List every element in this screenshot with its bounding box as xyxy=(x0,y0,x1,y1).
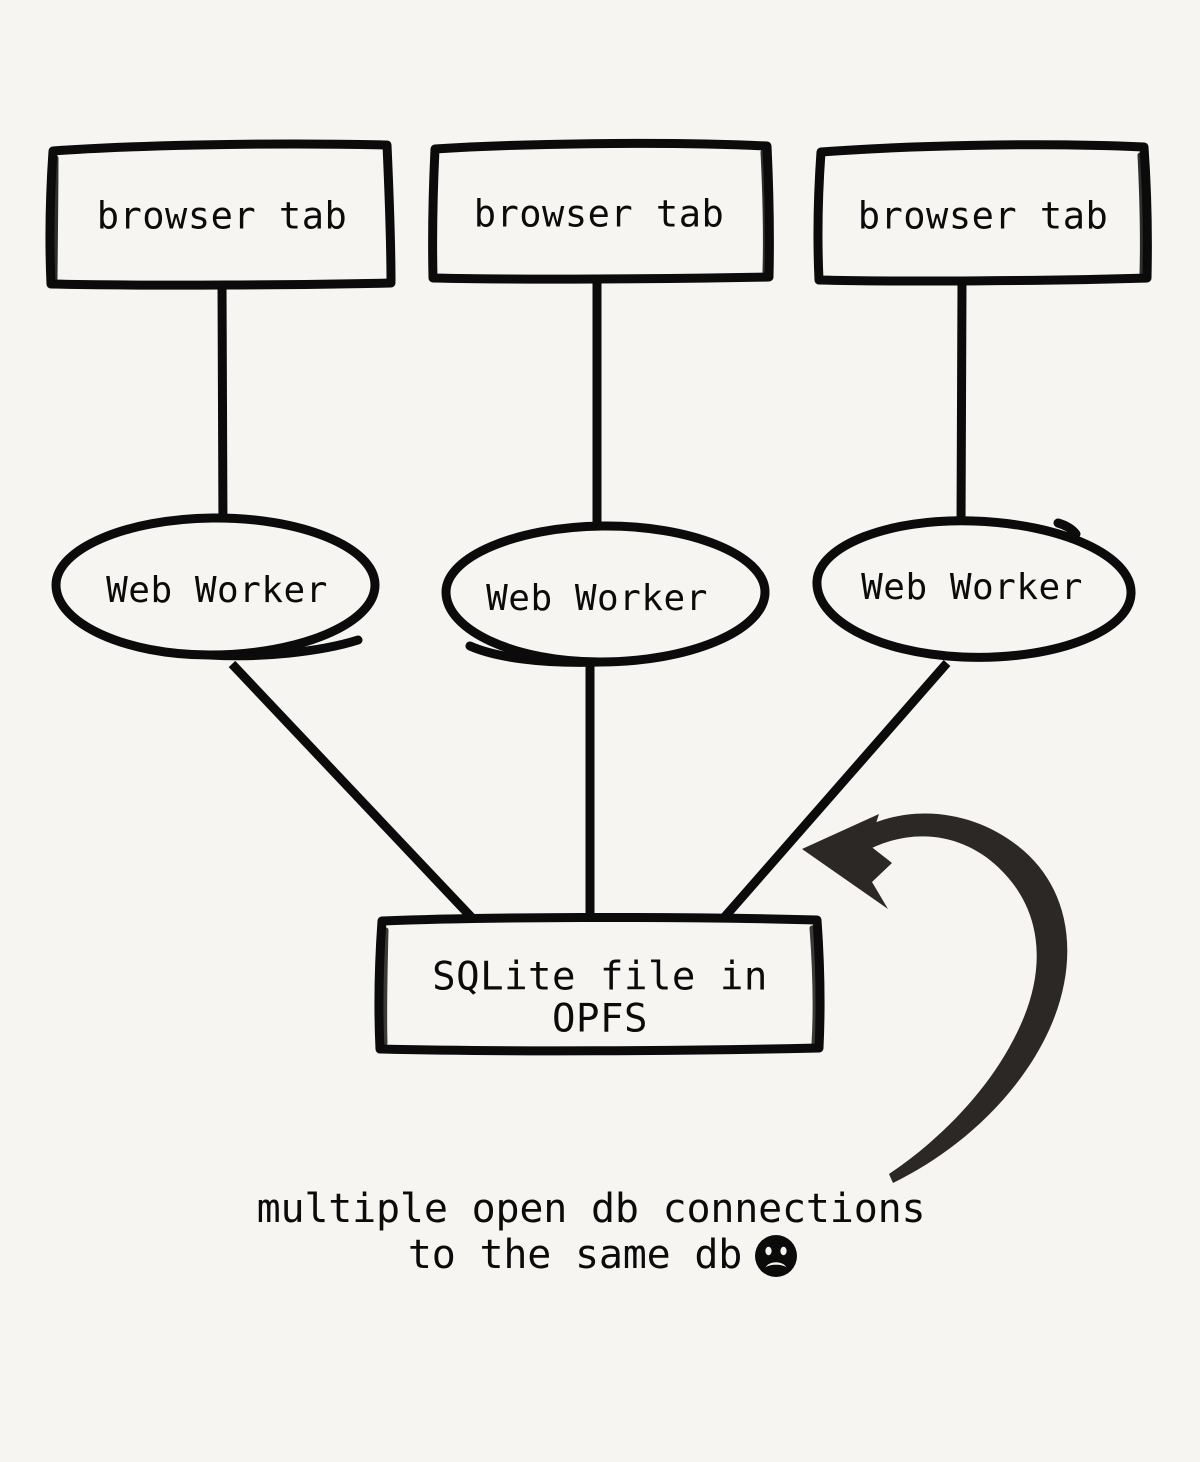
browser-tab-box-2[interactable]: browser tab xyxy=(428,138,774,284)
arrow-head xyxy=(802,814,892,909)
ellipse-outline xyxy=(812,516,1136,662)
browser-tab-box-1[interactable]: browser tab xyxy=(45,139,396,290)
caption-line-1: multiple open db connections xyxy=(257,1186,926,1232)
browser-tab-label: browser tab xyxy=(474,193,725,236)
connectors-worker-to-store xyxy=(228,660,951,924)
box-outline-second-pass xyxy=(52,155,59,282)
box-outline-second-pass xyxy=(1137,152,1145,277)
box-outline xyxy=(374,912,825,1056)
sqlite-store-label-line1: SQLite file in xyxy=(432,955,768,1000)
web-worker-ellipse-3[interactable]: Web Worker xyxy=(812,516,1136,662)
ellipse-outline xyxy=(51,513,380,661)
connector-tab1-worker1 xyxy=(217,281,228,535)
web-worker-ellipse-1[interactable]: Web Worker xyxy=(51,513,380,661)
browser-tab-label: browser tab xyxy=(97,195,348,238)
box-outline xyxy=(428,138,774,284)
caption-block: multiple open db connections to the same… xyxy=(257,1186,926,1278)
connectors-tab-to-worker xyxy=(217,280,967,535)
connector-worker1-store xyxy=(228,660,478,924)
ellipse-outline xyxy=(441,521,770,667)
web-worker-label: Web Worker xyxy=(861,567,1083,608)
box-outline xyxy=(813,140,1152,286)
box-outline-second-pass xyxy=(382,925,818,1047)
browser-tab-box-3[interactable]: browser tab xyxy=(813,140,1152,286)
web-worker-label: Web Worker xyxy=(486,578,708,619)
sad-face-icon xyxy=(754,1234,798,1278)
browser-tab-label: browser tab xyxy=(858,195,1109,238)
web-worker-label: Web Worker xyxy=(106,570,328,611)
sqlite-opfs-box[interactable]: SQLite file in OPFS xyxy=(374,912,825,1056)
box-outline xyxy=(45,139,396,290)
connector-worker3-store xyxy=(718,660,951,923)
sqlite-store-label-line2: OPFS xyxy=(552,997,648,1042)
caption-line-2: to the same db xyxy=(408,1232,742,1278)
box-outline-second-pass xyxy=(760,149,768,275)
web-worker-ellipse-2[interactable]: Web Worker xyxy=(441,521,770,667)
connector-tab3-worker3 xyxy=(956,281,967,529)
curved-callout-arrow xyxy=(802,813,1068,1183)
